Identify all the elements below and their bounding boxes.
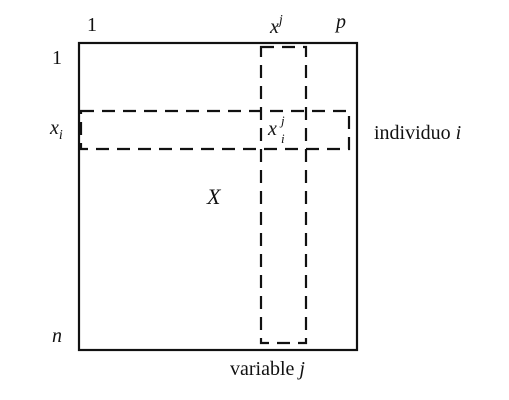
row-label-first: 1 [52, 47, 62, 69]
row-label-last: n [52, 325, 62, 347]
cell-label-superscript: j [279, 113, 285, 128]
variable-annotation: variable j [230, 358, 305, 380]
cell-label: x [267, 118, 277, 140]
matrix-name: X [206, 184, 222, 209]
matrix-border [77, 41, 359, 352]
individual-annotation: individuo i [374, 122, 461, 144]
col-label-first: 1 [87, 14, 97, 36]
cell-label-subscript: i [281, 131, 285, 146]
row-i-dashed-box [79, 109, 351, 151]
col-label-j: xj [269, 13, 283, 38]
col-label-last: p [334, 11, 346, 33]
column-j-dashed-box [259, 45, 308, 345]
row-label-i: xi [49, 117, 63, 143]
